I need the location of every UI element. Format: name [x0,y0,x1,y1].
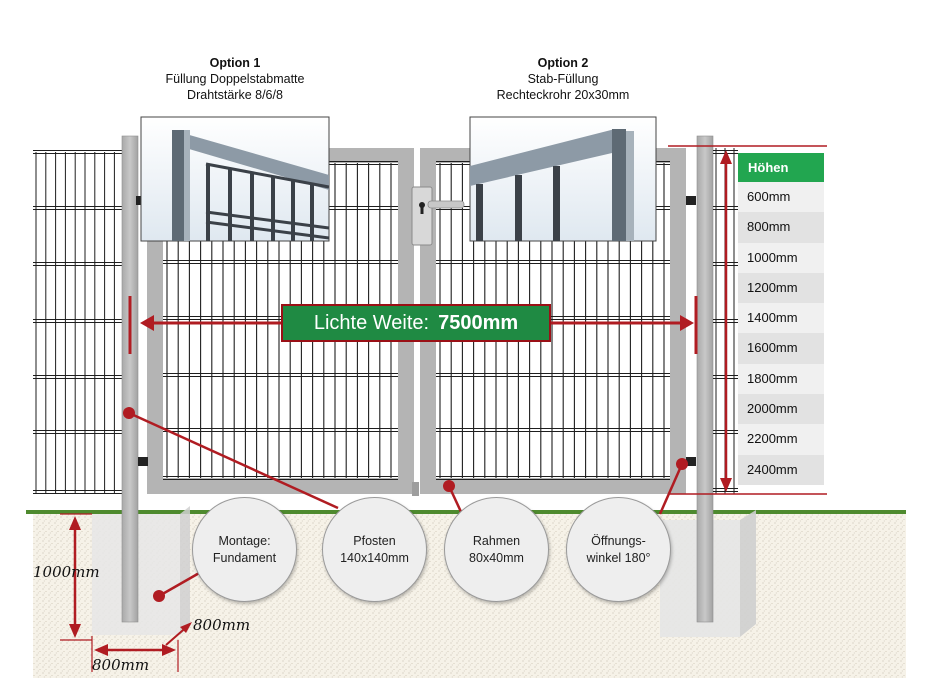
hinge-bottom-right [686,457,696,466]
fence-mesh-left [33,150,122,494]
option-2-caption: Option 2 Stab-Füllung Rechteckrohr 20x30… [458,55,668,103]
callout-pfosten-line1: Pfosten [353,533,396,548]
heights-header: Höhen [738,153,824,182]
height-dimension-arrow [668,145,827,495]
callout-rahmen-line2: 80x40mm [469,550,524,565]
depth-dimension-arrow [60,513,92,641]
callout-oeffnungswinkel-line1: Öffnungs- [591,533,646,548]
callout-pfosten-line2: 140x140mm [340,550,409,565]
height-option: 600mm [738,182,824,213]
height-option: 1200mm [738,272,824,304]
foundation-width-arrow [91,636,179,672]
foundation-left [92,506,190,635]
callout-pfosten: Pfosten 140x140mm [322,497,427,602]
hinge-bottom-left [138,457,148,466]
foundation-width-label: 800mm [92,656,150,674]
foundation-side-label: 800mm [193,616,251,634]
option-2-line2: Stab-Füllung [527,72,599,86]
height-option: 1600mm [738,333,824,364]
callout-dots [123,407,688,602]
height-option: 1800mm [738,363,824,395]
callout-montage-line2: Fundament [212,550,277,565]
post-right [696,135,714,623]
hinge-top-right [686,196,696,205]
callout-oeffnungswinkel-line2: winkel 180° [586,550,651,565]
callout-montage: Montage: Fundament [192,497,297,602]
drop-rod [412,482,419,496]
height-option: 2200mm [738,424,824,455]
callout-montage-line1: Montage: [218,533,271,548]
option-2-photo [469,116,657,242]
door-handle [411,186,465,246]
option-1-title: Option 1 [209,56,261,70]
callout-rahmen-line1: Rahmen [472,533,521,548]
height-option: 2000mm [738,394,824,425]
callout-rahmen: Rahmen 80x40mm [444,497,549,602]
option-1-caption: Option 1 Füllung Doppelstabmatte Drahtst… [130,55,340,103]
height-option: 1000mm [738,242,824,273]
height-option: 1400mm [738,303,824,334]
depth-label: 1000mm [33,563,100,581]
width-banner-value: 7500mm [438,311,519,334]
width-banner: Lichte Weite: 7500mm [281,304,551,342]
option-2-line3: Rechteckrohr 20x30mm [496,88,630,102]
callout-oeffnungswinkel: Öffnungs- winkel 180° [566,497,671,602]
foundation-side-arrow [165,622,192,646]
width-dimension-arrow [128,296,698,354]
width-banner-label: Lichte Weite: [313,311,430,334]
height-option: 800mm [738,212,824,243]
option-1-line2: Füllung Doppelstabmatte [165,72,305,86]
option-1-line3: Drahtstärke 8/6/8 [187,88,283,102]
option-1-photo [140,116,330,242]
post-left [121,135,139,623]
height-option: 2400mm [738,454,824,485]
option-2-title: Option 2 [537,56,589,70]
